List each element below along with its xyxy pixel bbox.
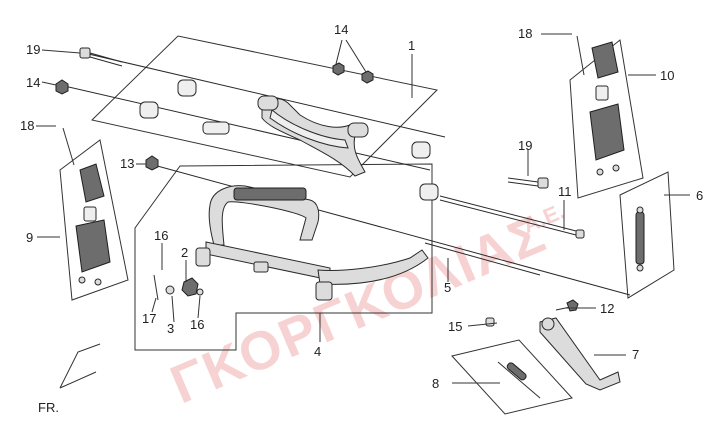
- callout-19-left: 19: [26, 42, 40, 57]
- shaft-11: [439, 195, 585, 239]
- bushings: [139, 79, 439, 201]
- callout-10: 10: [660, 68, 674, 83]
- main-stand: [153, 185, 429, 301]
- group-box-side-spring: [451, 339, 573, 415]
- bolt-19-right: [507, 177, 549, 189]
- callout-11: 11: [558, 184, 572, 199]
- group-box-left-footrest: [59, 139, 129, 301]
- callout-2: 2: [181, 245, 188, 260]
- side-spring: [497, 361, 541, 399]
- callout-9: 9: [26, 230, 33, 245]
- group-box-main-stand: [134, 163, 433, 351]
- group-box-spring: [619, 171, 675, 299]
- engine-hanger: [257, 62, 374, 177]
- direction-arrow: FR.: [38, 343, 101, 415]
- spring-6: [635, 206, 645, 272]
- callout-3: 3: [167, 321, 174, 336]
- callout-5: 5: [444, 280, 451, 295]
- callout-labels: 19 14 18 13 9 14 1 18 10 6 19 11 5 4 15 …: [20, 22, 703, 391]
- callout-4: 4: [314, 344, 321, 359]
- footrest-left: [62, 127, 111, 286]
- callout-8: 8: [432, 376, 439, 391]
- callout-1: 1: [408, 38, 415, 53]
- nut-14-left: [55, 79, 69, 95]
- bolt-19-left: [79, 47, 123, 67]
- callout-16-bottom: 16: [190, 317, 204, 332]
- watermark: ΓΚΟΡΓΚΟΛΙΑΣ A.E.: [162, 198, 568, 415]
- callout-14-left: 14: [26, 75, 40, 90]
- group-box-hanger: [90, 35, 439, 178]
- leader-lines: [36, 33, 690, 384]
- callout-19-right: 19: [518, 138, 532, 153]
- callout-17: 17: [142, 311, 156, 326]
- callout-15: 15: [448, 319, 462, 334]
- callout-7: 7: [632, 347, 639, 362]
- callout-18-right: 18: [518, 26, 532, 41]
- callout-18-left: 18: [20, 118, 34, 133]
- axle-lines: [59, 51, 631, 296]
- nut-13: [145, 155, 159, 171]
- footrest-right: [576, 35, 625, 176]
- callout-16-top: 16: [154, 228, 168, 243]
- callout-12: 12: [600, 301, 614, 316]
- callout-14-top: 14: [334, 22, 348, 37]
- direction-label: FR.: [38, 400, 59, 415]
- callout-13: 13: [120, 156, 134, 171]
- callout-6: 6: [696, 188, 703, 203]
